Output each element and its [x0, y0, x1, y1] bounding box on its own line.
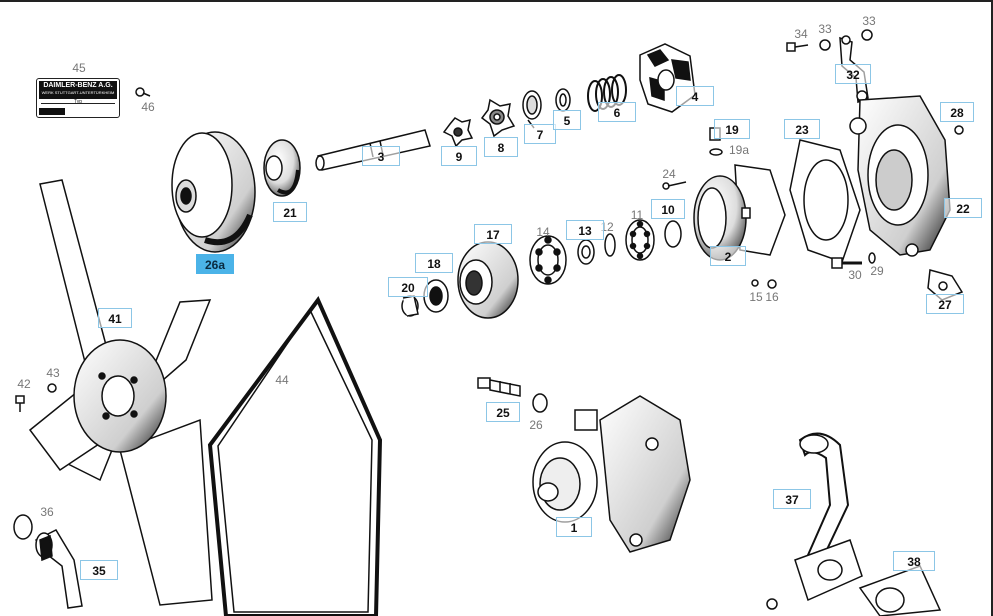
callout-2[interactable]: 2: [710, 246, 746, 266]
nut-small: [766, 598, 778, 610]
callout-21[interactable]: 21: [273, 202, 307, 222]
washer-28: [954, 125, 964, 135]
nut-15: [751, 279, 759, 287]
bolt-30: [831, 257, 862, 269]
callout-3[interactable]: 3: [362, 146, 400, 166]
ring-5: [555, 88, 571, 112]
callout-15: 15: [749, 290, 763, 304]
bearing-housing-2: [693, 164, 786, 261]
nameplate-brand: DAIMLER-BENZ A.G.: [43, 82, 113, 89]
nameplate-foot: [39, 108, 65, 115]
callout-7[interactable]: 7: [524, 124, 556, 144]
callout-38[interactable]: 38: [893, 551, 935, 571]
circlip-10: [664, 220, 682, 248]
screw-24: [662, 181, 687, 190]
callout-25[interactable]: 25: [486, 402, 520, 422]
callout-32[interactable]: 32: [835, 64, 871, 84]
callout-26: 26: [529, 418, 543, 432]
pulley-26a: [171, 131, 256, 253]
flange-17: [457, 241, 519, 319]
callout-17[interactable]: 17: [474, 224, 512, 244]
callout-37[interactable]: 37: [773, 489, 811, 509]
bearing-14: [529, 235, 567, 285]
callout-16: 16: [765, 290, 779, 304]
ring-12: [604, 233, 616, 257]
callout-36: 36: [40, 505, 54, 519]
gasket-38: [858, 565, 942, 616]
nameplate-band: DAIMLER-BENZ A.G. WERK STUTTGART-UNTERTÜ…: [39, 81, 117, 99]
callout-8[interactable]: 8: [484, 137, 518, 157]
washer-33b: [861, 29, 873, 41]
nameplate-type-label: Typ: [73, 99, 83, 105]
callout-42: 42: [17, 377, 31, 391]
callout-41[interactable]: 41: [98, 308, 132, 328]
callout-14: 14: [536, 225, 550, 239]
bolt-42: [15, 395, 25, 412]
sleeve-20: [401, 295, 419, 317]
pipe-37: [794, 432, 863, 602]
nameplate-subline: WERK STUTTGART-UNTERTÜRKHEIM: [41, 90, 115, 95]
callout-19a: 19a: [728, 143, 750, 157]
callout-24: 24: [662, 167, 676, 181]
belt-44: [207, 296, 383, 616]
callout-26a[interactable]: 26a: [196, 254, 234, 274]
callout-27[interactable]: 27: [926, 294, 964, 314]
screw-16: [767, 279, 777, 289]
callout-20[interactable]: 20: [388, 277, 428, 297]
callout-10[interactable]: 10: [651, 199, 685, 219]
callout-44: 44: [275, 373, 289, 387]
bearing-11: [625, 219, 655, 261]
callout-22[interactable]: 22: [944, 198, 982, 218]
seal-18: [423, 279, 449, 313]
water-pump-1: [532, 395, 691, 553]
bolt-34: [786, 42, 809, 52]
washer-29: [868, 252, 876, 264]
callout-11: 11: [630, 208, 644, 222]
ring-36: [13, 514, 33, 540]
ring-7: [522, 90, 542, 129]
callout-35[interactable]: 35: [80, 560, 118, 580]
callout-29: 29: [870, 264, 884, 278]
screw-46: [135, 87, 151, 97]
callout-4[interactable]: 4: [676, 86, 714, 106]
callout-13[interactable]: 13: [566, 220, 604, 240]
elbow-35: [34, 529, 83, 609]
callout-46: 46: [141, 100, 155, 114]
housing-22: [849, 95, 951, 257]
callout-34: 34: [794, 27, 808, 41]
washer-33a: [819, 39, 831, 51]
gasket-23: [789, 139, 861, 263]
callout-23[interactable]: 23: [784, 119, 820, 139]
callout-9[interactable]: 9: [441, 146, 477, 166]
nameplate-line: [41, 103, 115, 104]
callout-45: 45: [72, 61, 86, 75]
spacer-13: [577, 239, 595, 265]
callout-5[interactable]: 5: [553, 110, 581, 130]
fitting-25: [477, 377, 521, 397]
callout-19[interactable]: 19: [714, 119, 750, 139]
callout-33-left: 33: [818, 22, 832, 36]
callout-33-right: 33: [862, 14, 876, 28]
fan-41: [28, 179, 213, 606]
nameplate-45: DAIMLER-BENZ A.G. WERK STUTTGART-UNTERTÜ…: [36, 78, 120, 118]
callout-43: 43: [46, 366, 60, 380]
callout-30: 30: [848, 268, 862, 282]
callout-28[interactable]: 28: [940, 102, 974, 122]
washer-26: [532, 393, 548, 413]
washer-43: [47, 383, 57, 393]
callout-1[interactable]: 1: [556, 517, 592, 537]
seal-8: [480, 98, 516, 138]
callout-18[interactable]: 18: [415, 253, 453, 273]
callout-6[interactable]: 6: [598, 102, 636, 122]
washer-9: [442, 117, 474, 148]
hub-21: [263, 139, 301, 197]
